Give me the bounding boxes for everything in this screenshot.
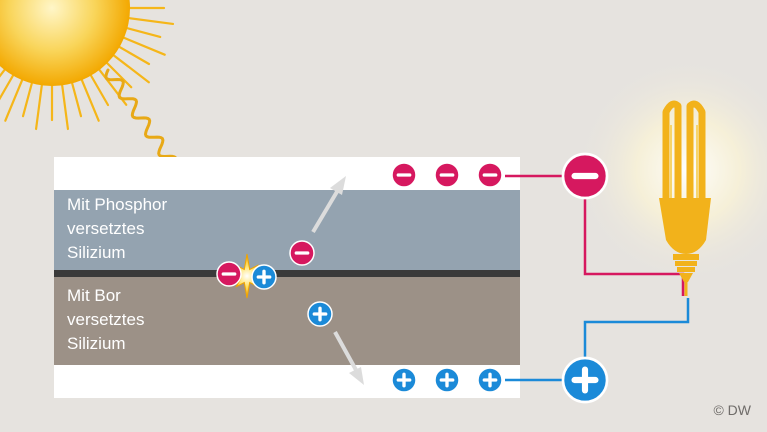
plus-circle-icon bbox=[307, 301, 333, 327]
minus-circle-icon bbox=[434, 162, 460, 188]
minus-circle-icon bbox=[289, 240, 315, 266]
sun-ray bbox=[4, 71, 27, 122]
plus-circle-icon bbox=[477, 367, 503, 393]
boron-layer-label: Mit Bor versetztes Silizium bbox=[67, 284, 144, 356]
sun-ray bbox=[0, 62, 11, 78]
light-bulb-icon bbox=[659, 100, 711, 296]
negative-wire bbox=[505, 174, 685, 296]
sun-ray bbox=[77, 71, 100, 122]
label-line: versetztes bbox=[67, 219, 145, 238]
sun-ray bbox=[115, 33, 166, 56]
positive-wire bbox=[505, 298, 690, 382]
hole-arrow bbox=[333, 331, 364, 385]
sun-ray bbox=[106, 49, 150, 84]
sun-icon bbox=[0, 0, 175, 131]
solar-cell bbox=[54, 157, 520, 398]
sun-ray bbox=[60, 76, 70, 131]
junction-line bbox=[54, 270, 520, 277]
copyright-credit: © DW bbox=[713, 402, 751, 418]
p-layer bbox=[54, 277, 520, 365]
phosphor-layer-label: Mit Phosphor versetztes Silizium bbox=[67, 193, 167, 265]
negative-terminal-icon bbox=[561, 152, 609, 200]
sun-ray bbox=[34, 76, 44, 131]
n-layer bbox=[54, 190, 520, 270]
plus-circle-icon bbox=[434, 367, 460, 393]
label-line: Silizium bbox=[67, 243, 126, 262]
label-line: Mit Bor bbox=[67, 286, 121, 305]
label-line: versetztes bbox=[67, 310, 145, 329]
minus-circle-icon bbox=[477, 162, 503, 188]
minus-circle-icon bbox=[391, 162, 417, 188]
label-line: Silizium bbox=[67, 334, 126, 353]
plus-circle-icon bbox=[251, 264, 277, 290]
sun-ray bbox=[120, 16, 175, 26]
positive-terminal-icon bbox=[561, 356, 609, 404]
plus-circle-icon bbox=[391, 367, 417, 393]
minus-circle-icon bbox=[216, 261, 242, 287]
electron-arrow bbox=[311, 176, 346, 234]
label-line: Mit Phosphor bbox=[67, 195, 168, 214]
